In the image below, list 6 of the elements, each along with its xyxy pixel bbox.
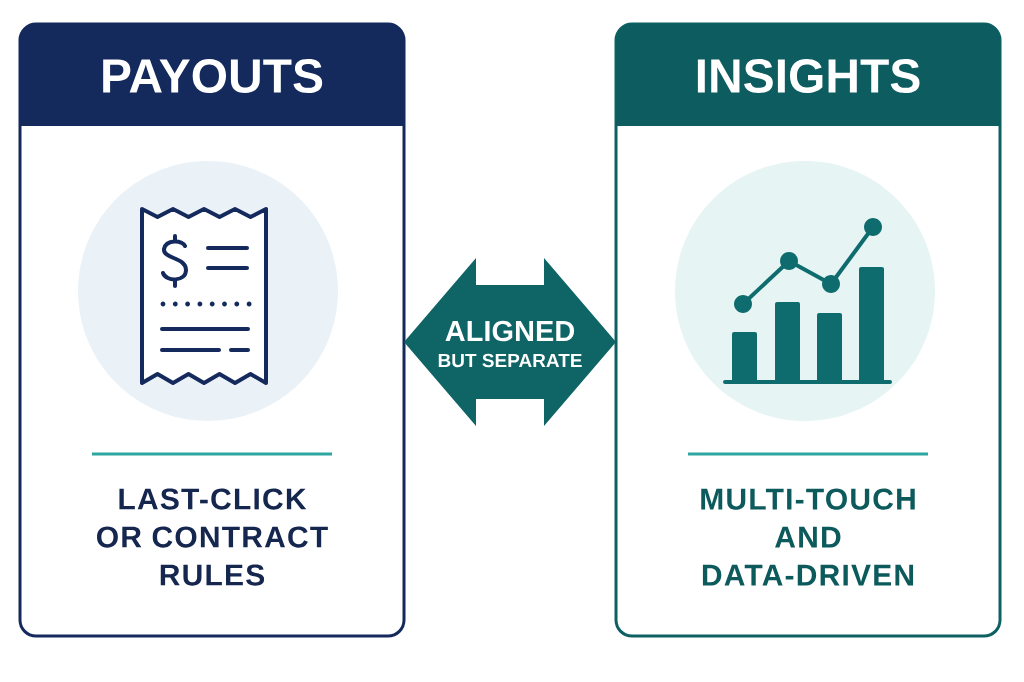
card-text: LAST-CLICK OR CONTRACT RULES: [97, 488, 328, 586]
card-text: MULTI-TOUCH AND DATA-DRIVEN: [701, 488, 915, 586]
double-arrow: [404, 258, 616, 426]
card-header: INSIGHTS: [616, 24, 1000, 126]
edge-label: ALIGNED BUT SEPARATE: [438, 320, 582, 368]
card-header: PAYOUTS: [20, 24, 404, 126]
